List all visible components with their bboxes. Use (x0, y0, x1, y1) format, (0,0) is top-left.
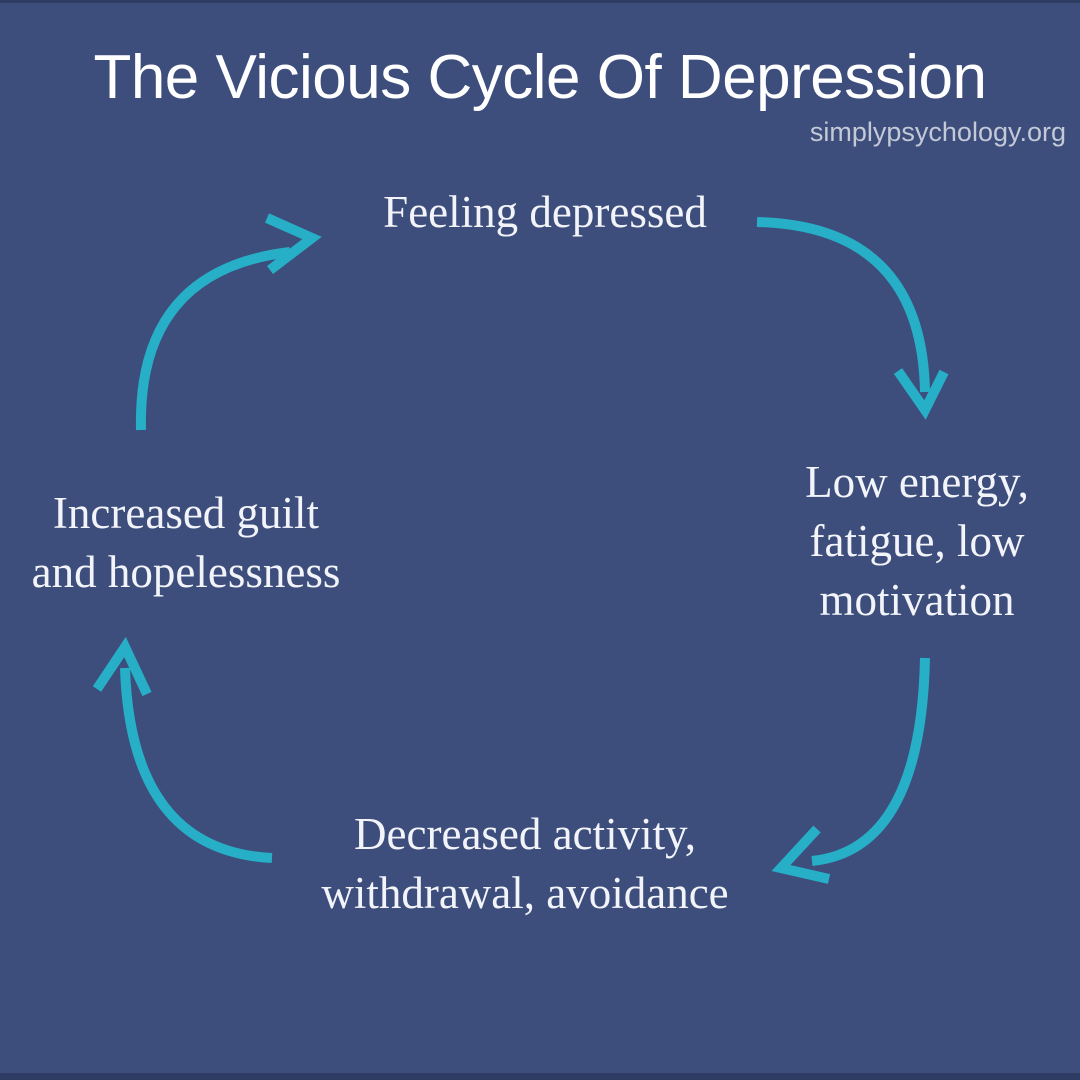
node-line: Increased guilt (52, 488, 320, 538)
node-line: withdrawal, avoidance (321, 868, 729, 918)
node-line: and hopelessness (31, 547, 341, 597)
watermark-text: simplypsychology.org (809, 117, 1066, 147)
curved-arrow-right-to-bottom-icon (771, 657, 930, 884)
node-line: fatigue, low (809, 516, 1025, 566)
curved-arrow-top-to-right-icon (756, 217, 949, 420)
curved-arrow-bottom-to-left-icon (92, 636, 273, 863)
node-line: Feeling depressed (383, 187, 707, 237)
node-line: Decreased activity, (354, 809, 696, 859)
cycle-node-feeling-depressed: Feeling depressed (383, 183, 707, 242)
cycle-node-decreased-activity: Decreased activity, withdrawal, avoidanc… (321, 805, 728, 923)
node-line: Low energy, (805, 457, 1029, 507)
curved-arrow-left-to-top-icon (135, 213, 322, 431)
top-edge-strip (0, 0, 1080, 3)
bottom-edge-strip (0, 1073, 1080, 1080)
cycle-node-low-energy: Low energy, fatigue, low motivation (805, 453, 1029, 630)
page-title: The Vicious Cycle Of Depression (93, 43, 987, 112)
node-line: motivation (819, 575, 1015, 625)
cycle-node-increased-guilt: Increased guilt and hopelessness (32, 484, 341, 602)
